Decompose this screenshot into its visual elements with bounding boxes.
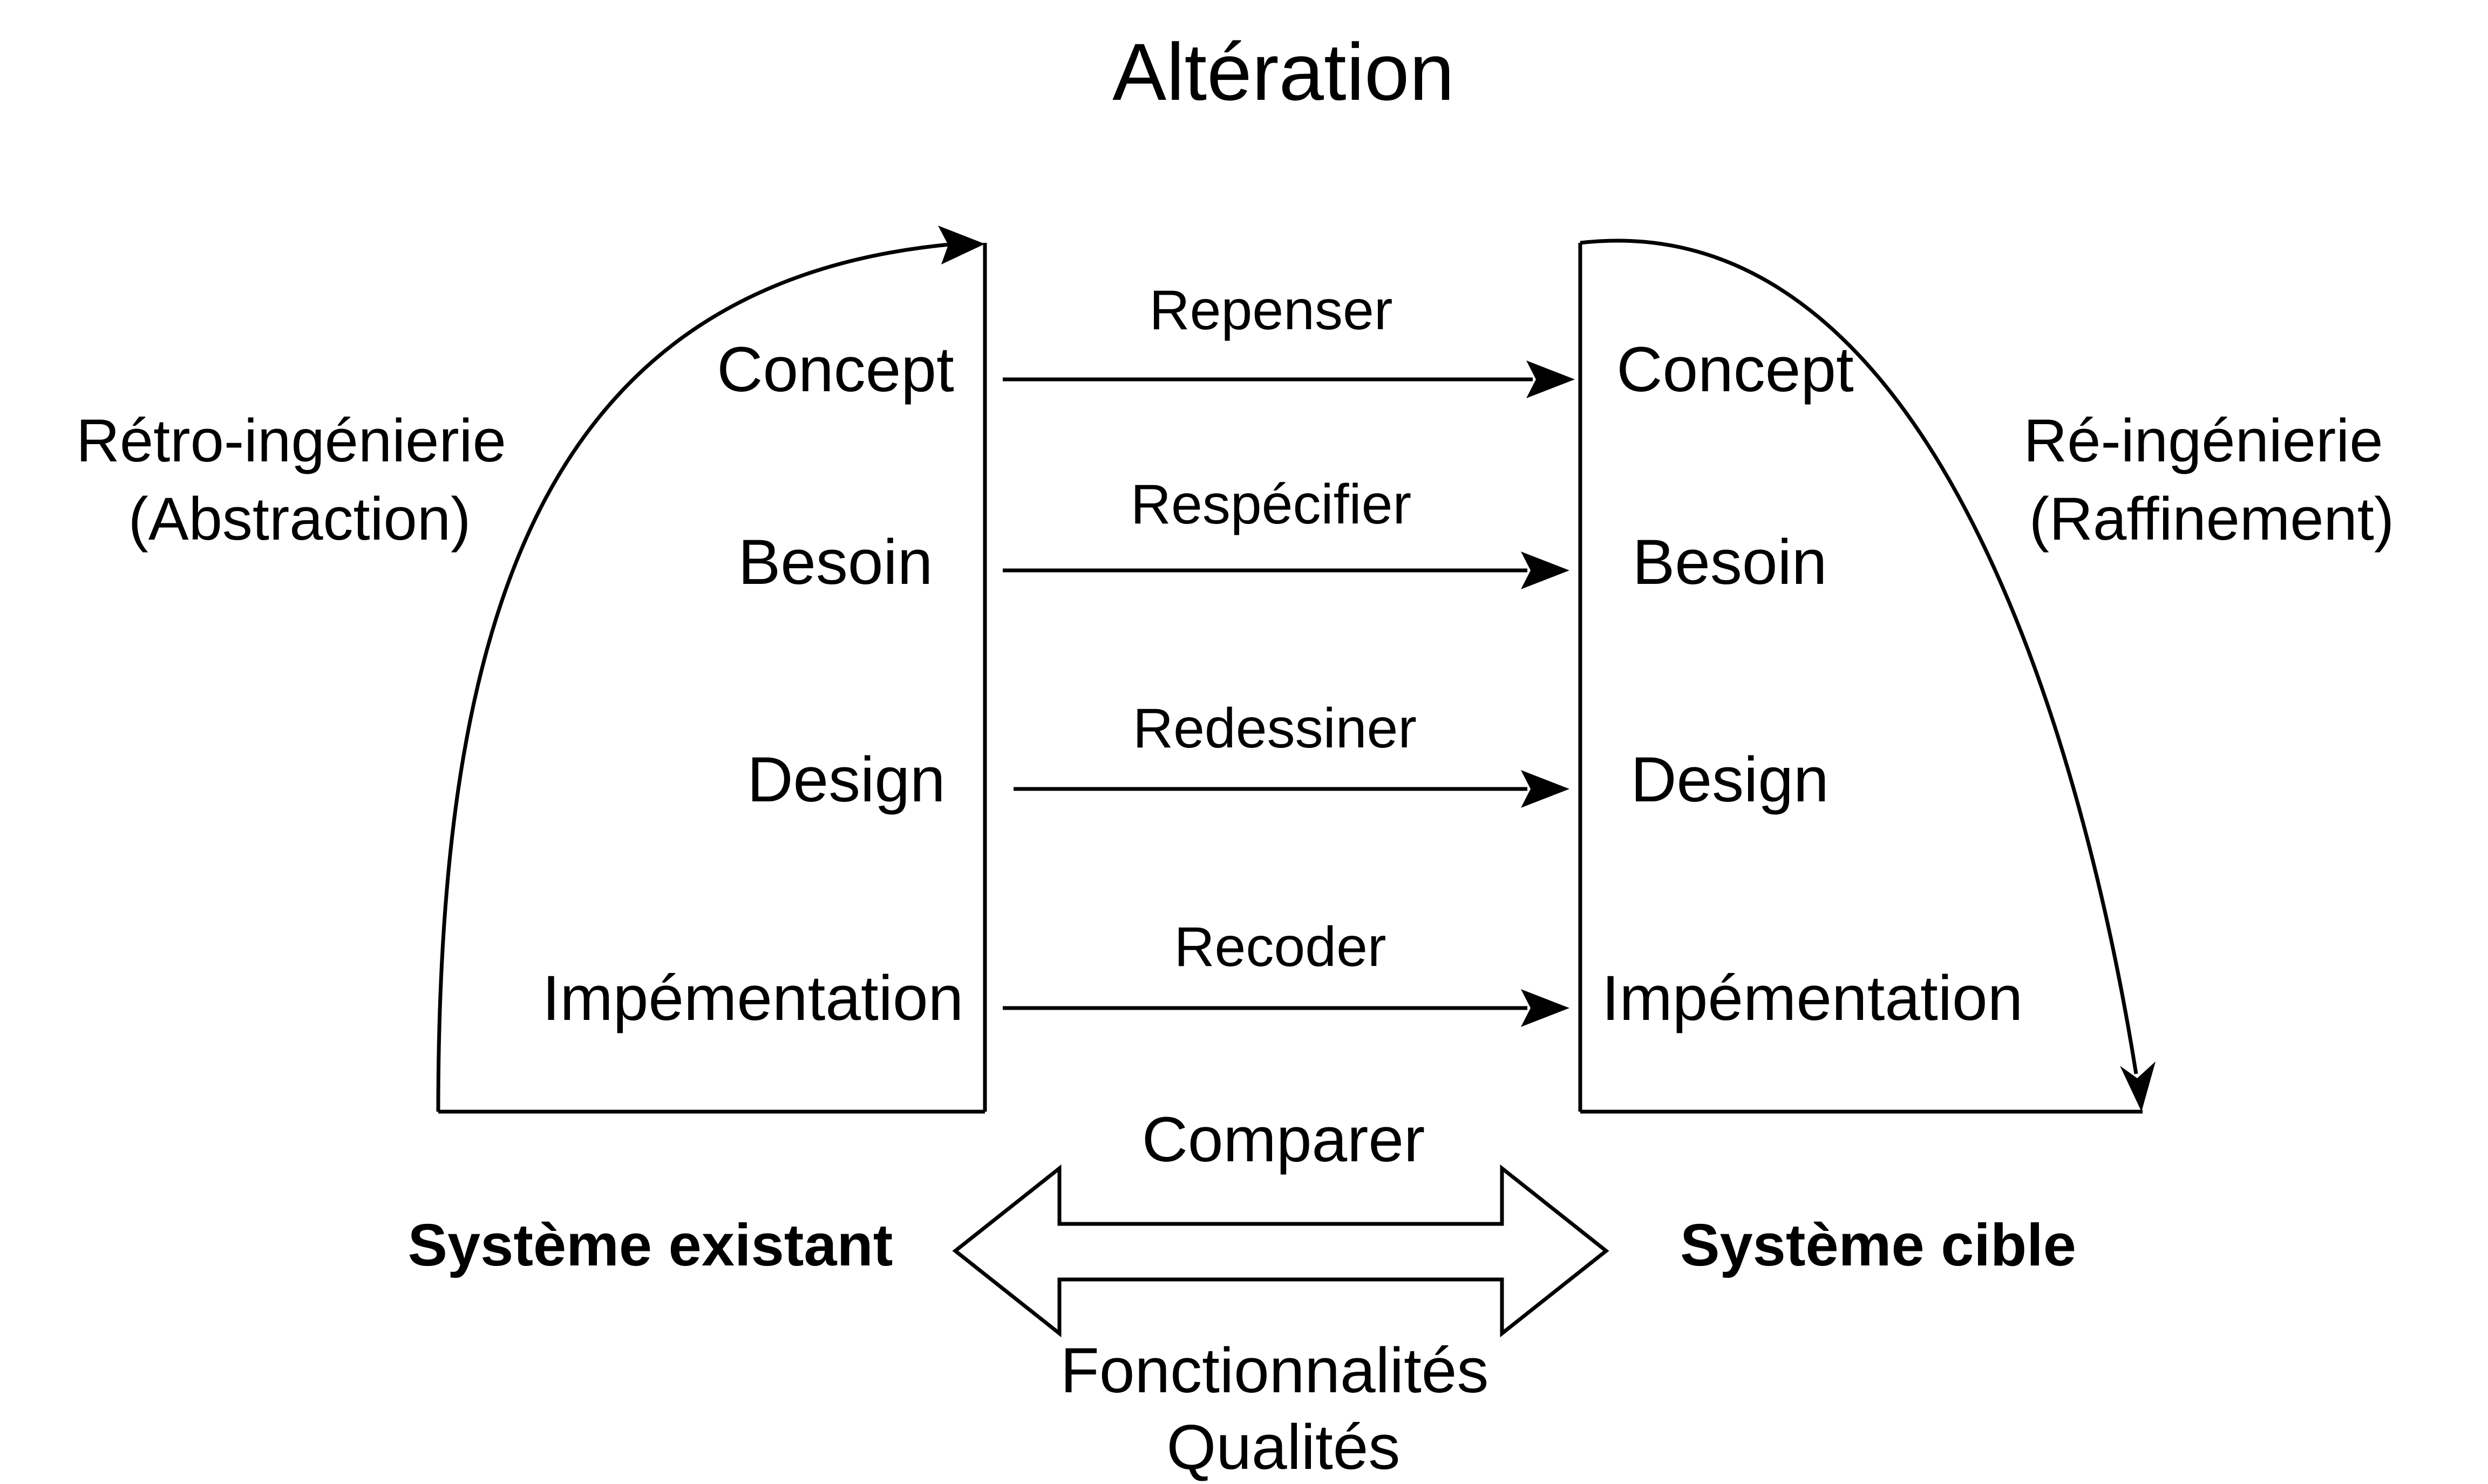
target-system-label: Système cible [1680,1212,2076,1278]
transformation-arrowhead-recoder [1521,989,1569,1027]
transformation-arrowhead-redessiner [1521,770,1569,808]
comparison-criteria-line1: Fonctionnalités [1061,1335,1489,1406]
existing-level-design: Design [747,744,945,815]
transformation-label-recoder: Recoder [1174,916,1386,978]
target-system-shape [1578,239,2156,1114]
transformation-respecifier: Respécifier [1003,473,1569,589]
reengineering-arrowhead [2120,1061,2156,1112]
target-level-implementation: Impémentation [1602,963,2023,1034]
reverse-engineering-line2: (Abstraction) [128,485,471,553]
transformation-repenser: Repenser [1003,279,1575,398]
comparison-double-arrow [952,1164,1609,1338]
target-level-besoin: Besoin [1633,527,1827,598]
existing-system-label: Système existant [408,1212,893,1278]
existing-level-implementation: Impémentation [542,963,964,1034]
transformation-recoder: Recoder [1003,916,1569,1027]
comparison-criteria: Fonctionnalités Qualités [1061,1335,1506,1483]
comparison-criteria-line2: Qualités [1167,1412,1401,1483]
existing-level-besoin: Besoin [738,527,933,598]
reverse-engineering-label: Rétro-ingénierie (Abstraction) [76,407,523,553]
comparison-label: Comparer [1142,1104,1425,1175]
target-level-design: Design [1630,744,1828,815]
target-level-concept: Concept [1616,334,1854,405]
reverse-engineering-curve [436,242,956,1112]
transformation-redessiner: Redessiner [1014,697,1569,808]
diagram-title: Altération [1112,26,1454,117]
transformation-label-repenser: Repenser [1150,279,1393,342]
transformation-arrowhead-respecifier [1521,552,1569,589]
reengineering-label: Ré-ingénierie (Raffinement) [2023,407,2399,553]
transformation-arrowhead-repenser [1526,360,1575,398]
transformation-label-redessiner: Redessiner [1133,697,1417,760]
reverse-engineering-line1: Rétro-ingénierie [76,407,506,474]
reengineering-curve [1580,239,2138,1074]
reverse-engineering-arrowhead [938,226,985,264]
reengineering-line2: (Raffinement) [2029,485,2394,553]
existing-system-shape [436,226,987,1114]
reengineering-line1: Ré-ingénierie [2023,407,2383,474]
transformation-label-respecifier: Respécifier [1131,473,1411,536]
existing-level-concept: Concept [717,334,954,405]
